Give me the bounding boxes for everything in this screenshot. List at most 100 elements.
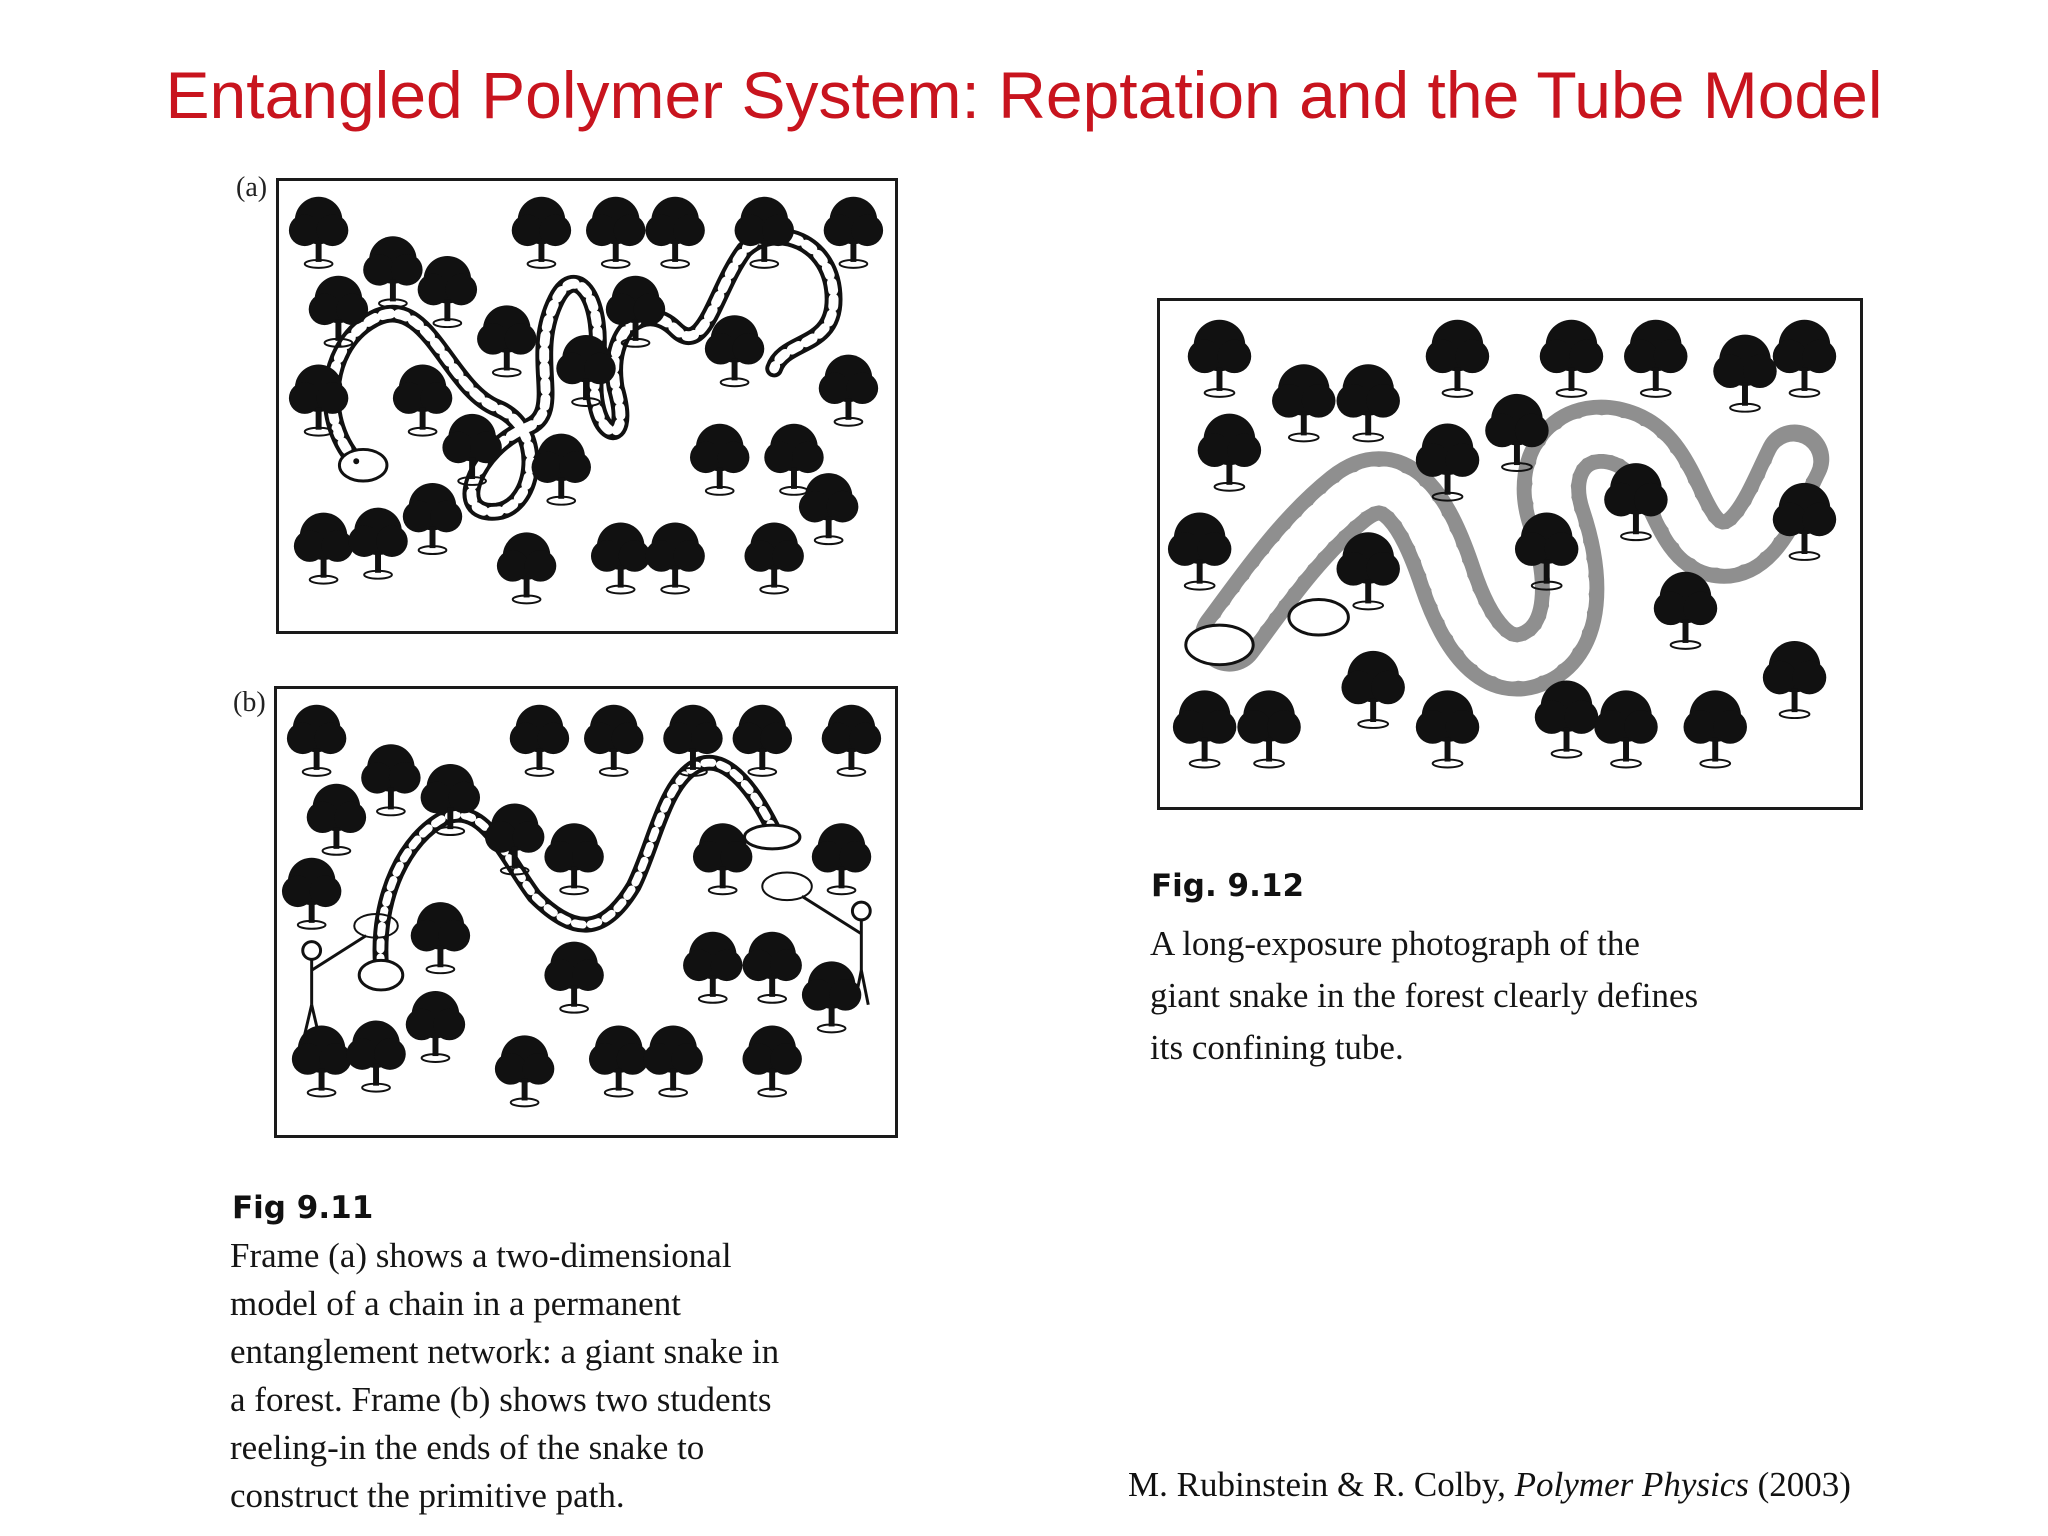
fig-9-12-illustration [1167,319,1837,769]
frame-tube-photograph [1157,298,1863,810]
caption-line: giant snake in the forest clearly define… [1150,976,1699,1015]
tree-icon [692,823,753,896]
tree-icon [509,704,570,777]
tree-icon [1425,319,1490,398]
tree-icon [286,704,347,777]
caption-line: its confining tube. [1150,1028,1404,1067]
tree-icon [742,931,802,1004]
frame-b-primitive-path [274,686,898,1138]
fig-9-11-heading: Fig 9.11 [232,1190,374,1226]
tree-icon [1534,680,1599,759]
tree-icon [689,423,750,496]
tree-icon [494,1035,555,1108]
tree-icon [1594,690,1658,769]
tree-icon [683,931,743,1004]
tree-icon [477,305,537,378]
tree-icon [556,334,616,407]
snake-icon [1184,399,1830,697]
caption-line: Frame (a) shows a two-dimensional [230,1236,732,1275]
tree-icon [744,522,804,595]
caption-line: entanglement network: a giant snake in [230,1332,780,1371]
tree-icon [1336,364,1400,443]
snake-icon [322,227,843,521]
tree-icon [1772,319,1837,398]
caption-line: A long-exposure photograph of the [1150,924,1640,963]
tree-icon [511,196,572,269]
tree-icon [818,354,879,427]
tree-icon [1415,423,1480,502]
tree-icon [291,1025,352,1098]
tree-icon [1341,650,1405,729]
tree-icon [417,256,478,329]
tree-icon [643,1025,703,1098]
tree-icon [1604,463,1668,542]
tree-icon [1772,482,1837,561]
tree-icon [590,522,651,595]
tree-icon [392,364,453,437]
tree-icon [346,1020,406,1093]
frame-a-snake-forest [276,178,898,634]
tree-icon [801,961,862,1034]
tree-icon [410,902,471,975]
tree-icon [1624,319,1688,398]
tree-icon [288,196,349,269]
caption-line: reeling-in the ends of the snake to [230,1428,705,1467]
citation-year: (2003) [1757,1465,1851,1504]
tree-icon [645,522,705,595]
tree-icon [811,823,872,896]
label-frame-b: (b) [233,687,266,718]
tree-icon [1485,393,1549,472]
tree-icon [764,423,824,496]
tree-icon [544,823,604,896]
caption-line: construct the primitive path. [230,1476,625,1515]
tree-icon [663,704,723,777]
tree-icon [531,433,591,506]
tree-icon [405,990,466,1063]
frame-a-illustration [288,196,884,605]
tree-icon [293,512,354,585]
tree-icon [605,275,666,348]
tree-icon [1272,364,1336,443]
tree-icon [742,1025,802,1098]
fig-9-12-heading: Fig. 9.12 [1151,868,1305,904]
snake-icon [353,754,813,992]
tree-icon [1167,512,1232,591]
tree-icon [348,507,408,580]
tree-icon [1237,690,1301,769]
tree-icon [1539,319,1604,398]
tree-icon [1683,690,1747,769]
tree-icon [1653,571,1718,650]
tree-icon [1514,512,1579,591]
tree-icon [281,857,342,930]
tree-icon [544,941,604,1014]
tree-icon [584,704,644,777]
tree-icon [288,364,349,437]
tree-icon [363,236,423,309]
tree-icon [308,275,369,348]
tree-icon [420,763,481,837]
tree-icon [704,315,765,388]
tree-icon [484,803,545,876]
tree-icon [645,196,705,269]
label-frame-a: (a) [236,172,268,203]
tree-icon [734,196,794,269]
student-icon [301,934,367,1035]
frame-b-illustration [281,704,882,1108]
tree-icon [798,473,859,546]
tree-icon [821,704,882,777]
tree-icon [1187,319,1252,398]
tree-icon [1713,334,1777,413]
tree-icon [402,482,463,556]
tree-icon [306,783,367,856]
fig-9-11-caption: Frame (a) shows a two-dimensional model … [230,1232,779,1520]
citation-book-title: Polymer Physics [1514,1465,1749,1504]
tree-icon [1197,413,1262,492]
fig-9-12-caption: A long-exposure photograph of the giant … [1150,918,1698,1074]
tree-icon [1336,532,1400,611]
tree-icon [1172,690,1237,769]
tree-icon [1762,640,1827,720]
slide-title: Entangled Polymer System: Reptation and … [165,58,1883,132]
tree-icon [586,196,646,269]
citation-authors: M. Rubinstein & R. Colby, [1128,1465,1506,1504]
tree-icon [823,196,884,269]
